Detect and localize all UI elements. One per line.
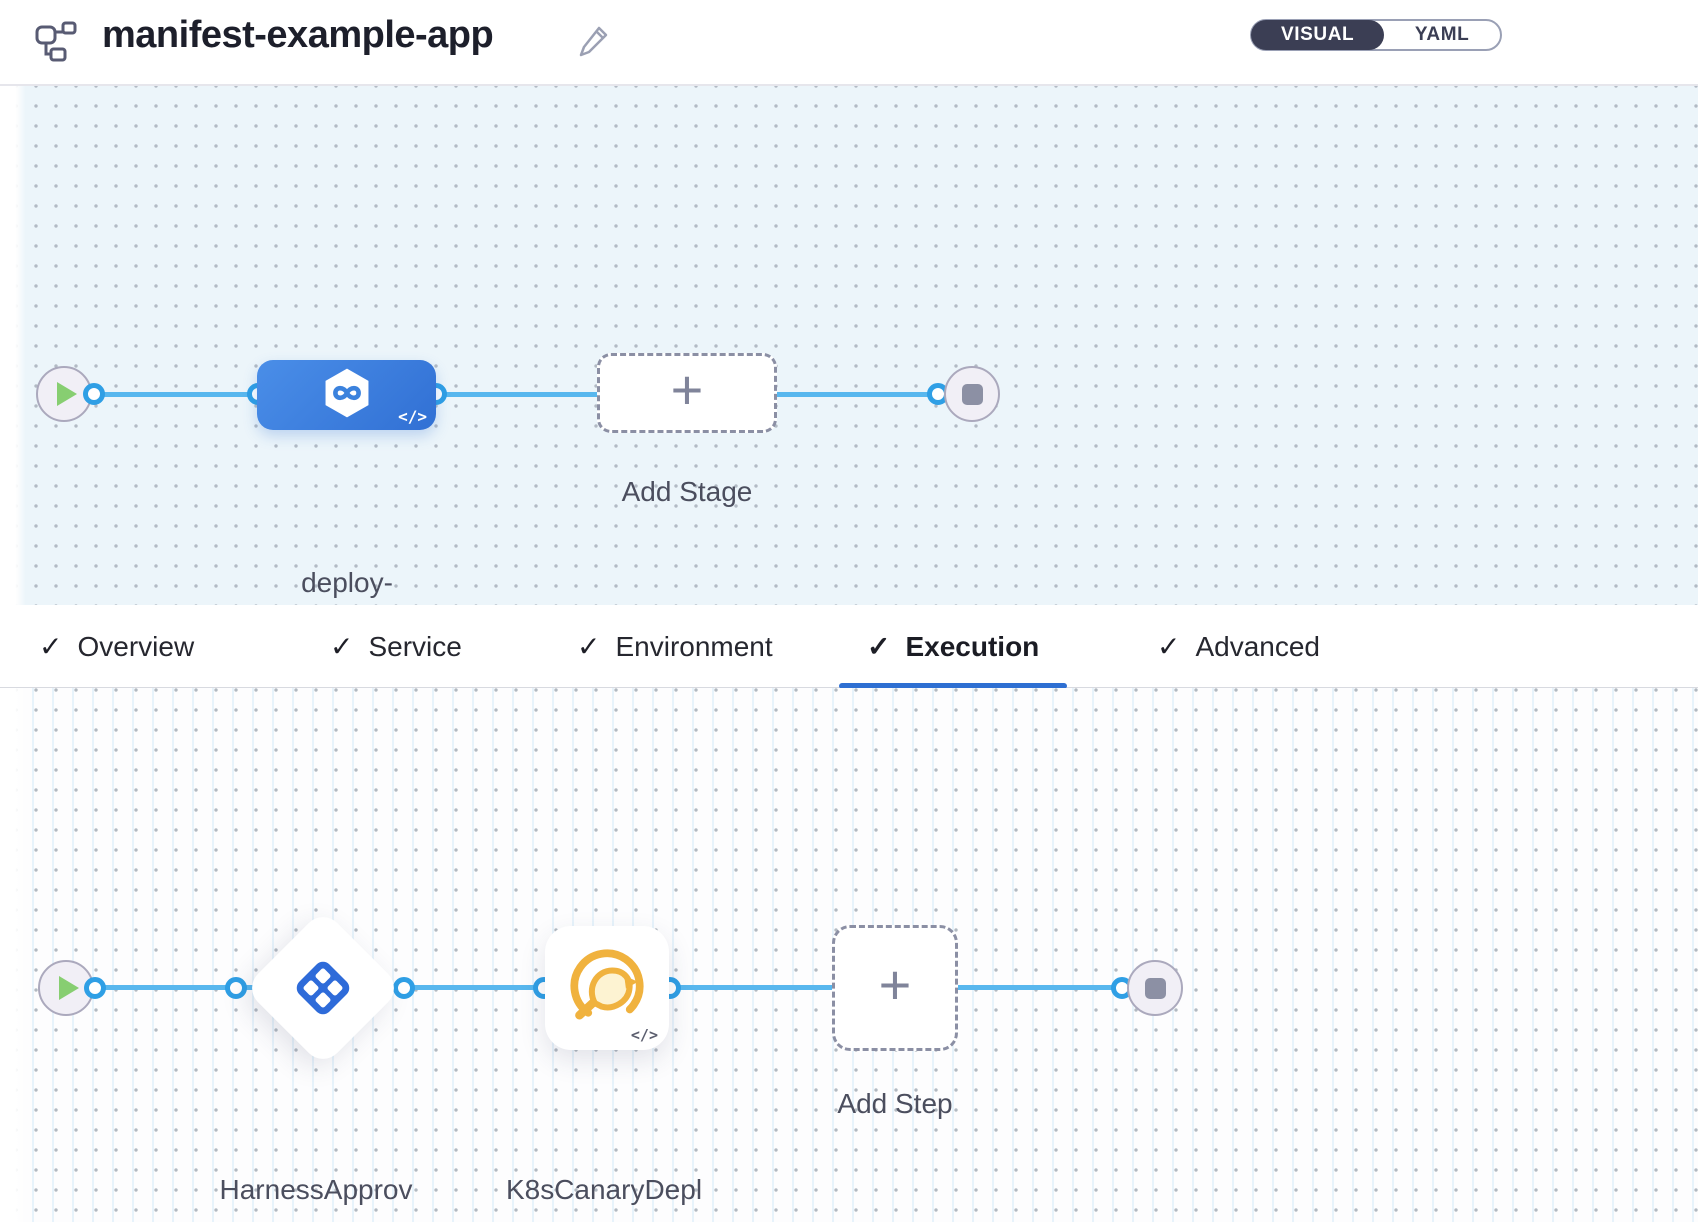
tab-overview[interactable]: ✓ Overview	[39, 630, 195, 663]
step-label-k8s-canary: K8sCanaryDepl oy_1	[505, 1174, 703, 1205]
code-icon[interactable]: </>	[630, 1026, 658, 1044]
page-title: manifest-example-app	[102, 14, 494, 56]
add-stage-label: Add Stage	[621, 476, 753, 507]
tab-execution[interactable]: ✓ Execution	[839, 605, 1068, 689]
edit-pencil-icon[interactable]	[578, 24, 610, 63]
canary-icon	[564, 943, 650, 1034]
tab-environment[interactable]: ✓ Environment	[577, 630, 773, 663]
visual-toggle-button[interactable]: VISUAL	[1251, 20, 1385, 50]
step-node-harness-approval[interactable]	[243, 908, 403, 1068]
execution-canvas: </> + HarnessApprov al_1 K8sCanaryDepl o…	[0, 688, 1698, 1222]
canvas-left-gutter	[0, 86, 26, 605]
check-icon: ✓	[577, 631, 601, 662]
play-icon	[59, 976, 79, 1000]
header: manifest-example-app VISUAL YAML	[0, 0, 1698, 86]
play-icon	[57, 382, 77, 406]
stage-canvas: </> + deploy- guestbook Add Stage	[0, 86, 1698, 730]
check-icon: ✓	[1157, 631, 1181, 662]
tab-service[interactable]: ✓ Service	[330, 630, 462, 663]
stop-icon	[961, 383, 983, 405]
connector-dot[interactable]	[84, 977, 106, 999]
add-step-label: Add Step	[837, 1088, 953, 1119]
pipeline-end-node	[944, 366, 1000, 422]
check-icon: ✓	[867, 631, 891, 662]
stage-node-deploy-guestbook[interactable]: </>	[257, 360, 436, 430]
stage-tabbar: ✓ Overview ✓ Service ✓ Environment ✓ Exe…	[0, 605, 1698, 689]
canvas-left-gutter	[0, 688, 26, 1222]
stage-flow-line	[64, 392, 972, 397]
add-step-button[interactable]: +	[832, 925, 958, 1051]
hexagon-infinity-icon	[318, 364, 376, 427]
pipeline-start-node	[36, 366, 92, 422]
stop-icon	[1144, 977, 1166, 999]
connector-dot[interactable]	[83, 383, 105, 405]
check-icon: ✓	[39, 631, 63, 662]
plus-icon: +	[670, 358, 704, 421]
connector-dot[interactable]	[225, 977, 247, 999]
pipeline-icon	[34, 20, 82, 67]
yaml-toggle-button[interactable]: YAML	[1414, 24, 1470, 45]
view-toggle: VISUAL YAML	[1250, 19, 1502, 51]
plus-icon: +	[878, 953, 912, 1016]
check-icon: ✓	[330, 631, 354, 662]
step-node-k8s-canary-deploy[interactable]: </>	[545, 926, 669, 1050]
add-stage-button[interactable]: +	[597, 353, 777, 433]
step-label-harness-approval: HarnessApprov al_1	[219, 1174, 413, 1205]
execution-end-node	[1127, 960, 1183, 1016]
connector-dot[interactable]	[393, 977, 415, 999]
tab-advanced[interactable]: ✓ Advanced	[1157, 630, 1321, 663]
code-icon[interactable]: </>	[398, 407, 427, 426]
